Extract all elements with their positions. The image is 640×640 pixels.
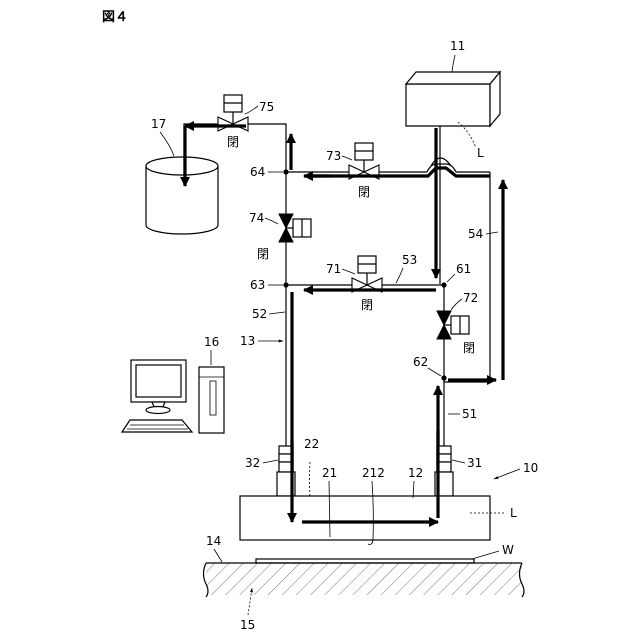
valve-71-state: 閉 [361,298,373,312]
node-61-leader [447,274,455,282]
junction-dots [283,169,446,380]
pipe-54-label: 54 [468,227,483,241]
computer [122,360,224,433]
valve-73 [349,143,379,179]
plate-laser-label: L [510,506,517,520]
tank-leader [160,132,174,156]
pipe-53-label: 53 [402,253,417,267]
joint-31-label: 31 [467,456,482,470]
controller-number: 11 [450,39,465,53]
plate-12-label: 12 [408,466,423,480]
joint-32-leader [263,460,278,463]
node-63-label: 63 [250,278,265,292]
valve-71-number: 71 [326,262,341,276]
head-10-label: 10 [523,461,538,475]
base-14-label: 14 [206,534,221,548]
figure-label: 図４ [102,10,128,25]
node-64-label: 64 [250,165,265,179]
valve-75-number: 75 [259,100,274,114]
pipe-52-leader [269,312,285,314]
node-62-leader [428,368,441,376]
head-10-leader [494,469,520,479]
joint-31-leader [452,460,465,463]
valve-74-state: 閉 [257,247,269,261]
head-plate [240,496,490,540]
valve-75-state: 閉 [227,135,239,149]
valve-73-leader [342,156,352,160]
pipe-53-leader [396,268,403,283]
valve-75-leader [245,106,258,114]
valve-72 [437,311,469,339]
wafer-leader [472,551,499,559]
valve-73-state: 閉 [358,185,370,199]
valve-72-state: 閉 [463,341,475,355]
computer-number: 16 [204,335,219,349]
node-62-dot [441,375,446,380]
channel-212-label: 212 [362,466,385,480]
channel-22-leader [310,462,311,498]
node-63-dot [283,282,288,287]
base-14-leader [214,549,222,562]
channel-22-label: 22 [304,437,319,451]
pipe-54-leader [486,232,498,234]
valve-71 [352,256,382,292]
controller-laser-label: L [477,146,484,160]
table-15-label: 15 [240,618,255,632]
node-64-dot [283,169,288,174]
valve-72-number: 72 [463,291,478,305]
pipe-52-label: 52 [252,307,267,321]
valve-74-number: 74 [249,211,264,225]
valve-71-leader [342,269,355,274]
controller-box [406,72,500,126]
valve-73-number: 73 [326,149,341,163]
joint-32-label: 32 [245,456,260,470]
controller-leader [452,55,455,72]
channel-21-label: 21 [322,466,337,480]
valve-74-leader [265,218,278,224]
base-table [204,563,525,597]
tank [146,157,218,234]
node-61-dot [441,282,446,287]
node-61-label: 61 [456,262,471,276]
wafer-label: W [502,543,514,557]
valve-72-leader [451,299,462,310]
tank-number: 17 [151,117,166,131]
node-62-label: 62 [413,355,428,369]
pipe-51-label: 51 [462,407,477,421]
pipe-13-label: 13 [240,334,255,348]
valve-74 [279,214,311,242]
